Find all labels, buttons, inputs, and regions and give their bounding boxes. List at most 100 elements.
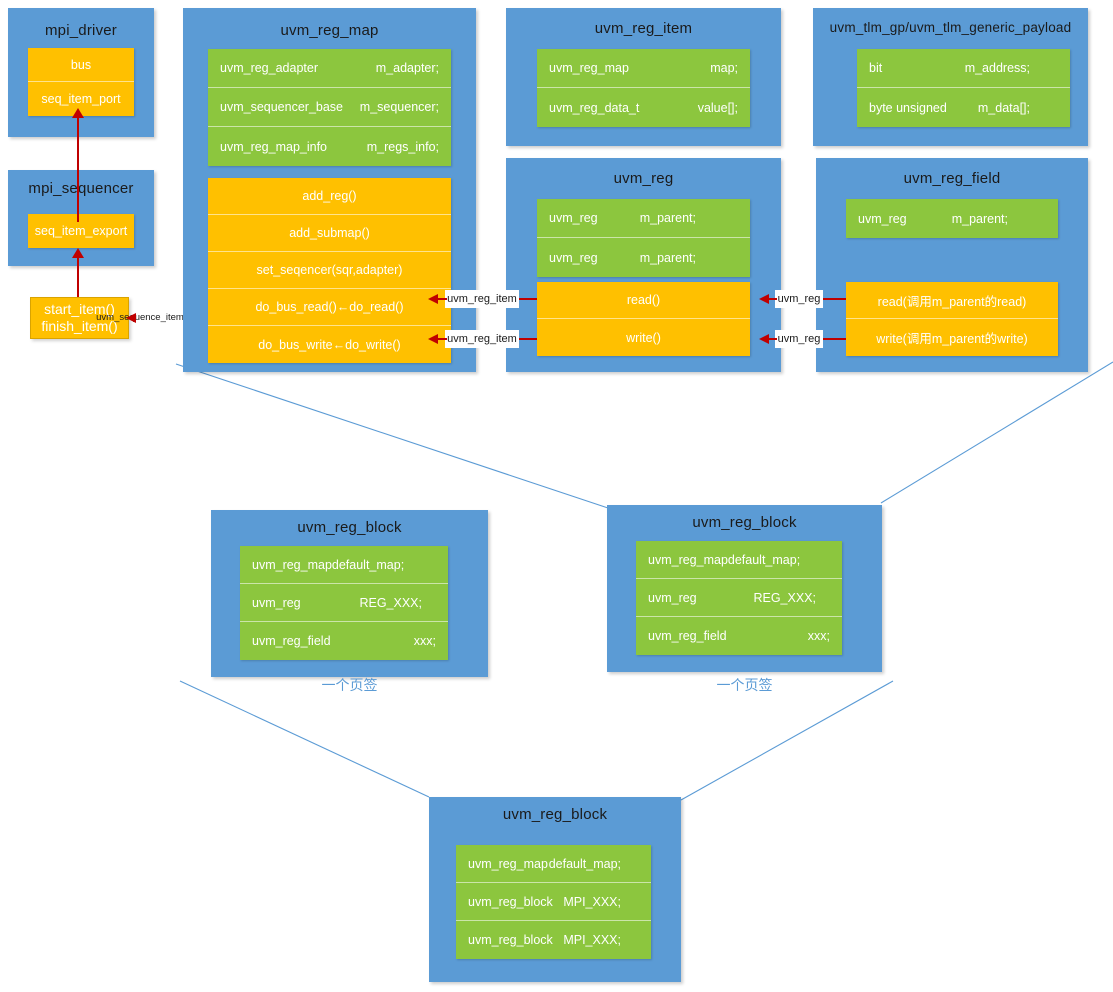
member-type: byte unsigned bbox=[869, 100, 947, 115]
member-name: m_sequencer; bbox=[359, 100, 439, 114]
callout-line-finish-item: finish_item() bbox=[41, 318, 118, 334]
class-title-uvm-reg-field: uvm_reg_field bbox=[903, 170, 1001, 187]
edge-label-uvm-reg-item-write: uvm_reg_item bbox=[445, 330, 519, 348]
member-group-mpi-driver-ports: bus seq_item_port bbox=[28, 48, 134, 116]
member-row: bus bbox=[28, 48, 134, 82]
connector-reg-write-stub bbox=[437, 338, 447, 340]
member-row: uvm_reg m_parent; bbox=[537, 199, 750, 238]
member-type: uvm_reg_map bbox=[648, 552, 728, 567]
member-row: uvm_reg_map default_map; bbox=[456, 845, 651, 883]
class-title-uvm-reg-map: uvm_reg_map bbox=[280, 22, 379, 39]
member-row: byte unsigned m_data[]; bbox=[857, 88, 1070, 127]
member-name: m_parent; bbox=[951, 211, 1008, 226]
member-row: uvm_reg_data_t value[]; bbox=[537, 88, 750, 127]
arrow-head-reg-write bbox=[759, 334, 769, 344]
class-box-uvm-tlm-gp[interactable]: uvm_tlm_gp/uvm_tlm_generic_payload bit m… bbox=[813, 8, 1088, 146]
class-title-uvm-reg-block-bottom: uvm_reg_block bbox=[502, 806, 608, 823]
member-name: bus bbox=[70, 57, 92, 72]
member-row: uvm_sequencer_base m_sequencer; bbox=[208, 88, 451, 127]
member-type: uvm_reg bbox=[648, 590, 697, 605]
arrow-head-seqitem bbox=[126, 313, 136, 323]
member-row: read(调用m_parent的read) bbox=[846, 282, 1058, 319]
class-title-uvm-reg: uvm_reg bbox=[613, 170, 674, 187]
class-title-mpi-sequencer: mpi_sequencer bbox=[28, 180, 134, 197]
member-name: default_map; bbox=[331, 557, 405, 572]
class-title-uvm-reg-item: uvm_reg_item bbox=[594, 20, 693, 37]
method-name: do_bus_write←do_write() bbox=[258, 337, 401, 352]
caption-reg-block-left: 一个页签 bbox=[321, 677, 378, 693]
member-name: value[]; bbox=[697, 100, 738, 115]
member-row: write() bbox=[537, 319, 750, 356]
member-group-uvm-reg-field-attrs: uvm_reg m_parent; bbox=[846, 199, 1058, 238]
member-group-reg-block-bottom-attrs: uvm_reg_map default_map; uvm_reg_block M… bbox=[456, 845, 651, 959]
member-row: uvm_reg_adapter m_adapter; bbox=[208, 49, 451, 88]
member-type: uvm_reg bbox=[858, 211, 907, 226]
method-name: do_bus_read()←do_read() bbox=[255, 300, 404, 314]
member-name: m_address; bbox=[964, 61, 1030, 75]
method-name: read(调用m_parent的read) bbox=[877, 294, 1027, 309]
class-box-uvm-reg[interactable]: uvm_reg uvm_reg m_parent; uvm_reg m_pare… bbox=[506, 158, 781, 372]
member-group-uvm-tlm-gp-attrs: bit m_address; byte unsigned m_data[]; bbox=[857, 49, 1070, 127]
line-block-right-to-bottom bbox=[680, 680, 894, 801]
class-title-uvm-reg-block-left: uvm_reg_block bbox=[297, 519, 402, 536]
member-row: uvm_reg_map map; bbox=[537, 49, 750, 88]
member-name: xxx; bbox=[807, 629, 830, 643]
member-name: seq_item_port bbox=[41, 92, 121, 106]
member-row: uvm_reg REG_XXX; bbox=[636, 579, 842, 617]
connector-field-read-to-reg bbox=[822, 298, 846, 300]
member-name: m_parent; bbox=[639, 211, 696, 225]
member-row: uvm_reg m_parent; bbox=[537, 238, 750, 277]
line-regmap-to-block-right bbox=[175, 363, 609, 509]
member-row: uvm_reg m_parent; bbox=[846, 199, 1058, 238]
member-row: uvm_reg_map default_map; bbox=[636, 541, 842, 579]
member-type: uvm_reg_map bbox=[468, 856, 548, 871]
edge-label-uvm-reg-item-read: uvm_reg_item bbox=[445, 290, 519, 308]
member-group-uvm-reg-item-attrs: uvm_reg_map map; uvm_reg_data_t value[]; bbox=[537, 49, 750, 127]
class-box-uvm-reg-field[interactable]: uvm_reg_field uvm_reg m_parent; read(调用m… bbox=[816, 158, 1088, 372]
member-row: seq_item_export bbox=[28, 214, 134, 248]
class-box-mpi-driver[interactable]: mpi_driver bus seq_item_port bbox=[8, 8, 154, 137]
connector-field-write-stub bbox=[768, 338, 777, 340]
connector-startitem-to-sequencer bbox=[77, 255, 79, 299]
member-row: uvm_reg_field xxx; bbox=[636, 617, 842, 655]
member-type: uvm_reg_map_info bbox=[220, 139, 328, 154]
line-regfield-to-block-right bbox=[880, 361, 1113, 504]
class-box-uvm-reg-item[interactable]: uvm_reg_item uvm_reg_map map; uvm_reg_da… bbox=[506, 8, 781, 146]
member-type: bit bbox=[869, 61, 883, 75]
member-name: xxx; bbox=[413, 634, 436, 648]
member-type: uvm_reg_map bbox=[549, 61, 629, 75]
member-row: uvm_reg_map default_map; bbox=[240, 546, 448, 584]
member-name: MPI_XXX; bbox=[563, 933, 621, 947]
callout-sequence-item-tasks[interactable]: start_item() finish_item() bbox=[30, 297, 129, 339]
line-block-left-to-bottom bbox=[179, 680, 430, 798]
member-row: add_reg() bbox=[208, 178, 451, 215]
member-group-reg-block-right-attrs: uvm_reg_map default_map; uvm_reg REG_XXX… bbox=[636, 541, 842, 655]
member-group-reg-block-left-attrs: uvm_reg_map default_map; uvm_reg REG_XXX… bbox=[240, 546, 448, 660]
member-name: m_adapter; bbox=[375, 61, 439, 75]
class-box-uvm-reg-block-right[interactable]: uvm_reg_block uvm_reg_map default_map; u… bbox=[607, 505, 882, 672]
member-row: uvm_reg_block MPI_XXX; bbox=[456, 883, 651, 921]
member-type: uvm_reg_field bbox=[252, 634, 331, 648]
class-box-uvm-reg-map[interactable]: uvm_reg_map uvm_reg_adapter m_adapter; u… bbox=[183, 8, 476, 372]
member-type: uvm_reg_block bbox=[468, 894, 553, 909]
member-row: do_bus_read()←do_read() bbox=[208, 289, 451, 326]
class-box-uvm-reg-block-bottom[interactable]: uvm_reg_block uvm_reg_map default_map; u… bbox=[429, 797, 681, 982]
member-group-uvm-reg-map-methods: add_reg() add_submap() set_seqencer(sqr,… bbox=[208, 178, 451, 363]
member-row: set_seqencer(sqr,adapter) bbox=[208, 252, 451, 289]
method-name: read() bbox=[626, 293, 661, 307]
member-row: bit m_address; bbox=[857, 49, 1070, 88]
member-type: uvm_sequencer_base bbox=[220, 100, 343, 114]
member-type: uvm_reg_block bbox=[468, 933, 553, 947]
edge-label-uvm-reg-read: uvm_reg bbox=[775, 290, 823, 308]
class-box-uvm-reg-block-left[interactable]: uvm_reg_block uvm_reg_map default_map; u… bbox=[211, 510, 488, 677]
connector-field-read-stub bbox=[768, 298, 777, 300]
method-name: write(调用m_parent的write) bbox=[876, 332, 1028, 346]
caption-reg-block-right: 一个页签 bbox=[716, 677, 773, 693]
member-group-mpi-sequencer-ports: seq_item_export bbox=[28, 214, 134, 248]
member-row: do_bus_write←do_write() bbox=[208, 326, 451, 363]
member-group-uvm-reg-map-attrs: uvm_reg_adapter m_adapter; uvm_sequencer… bbox=[208, 49, 451, 166]
connector-sequencer-to-driver bbox=[77, 117, 79, 222]
member-name: m_parent; bbox=[639, 250, 696, 265]
class-title-uvm-tlm-gp: uvm_tlm_gp/uvm_tlm_generic_payload bbox=[829, 20, 1072, 35]
connector-field-write-to-reg bbox=[822, 338, 846, 340]
